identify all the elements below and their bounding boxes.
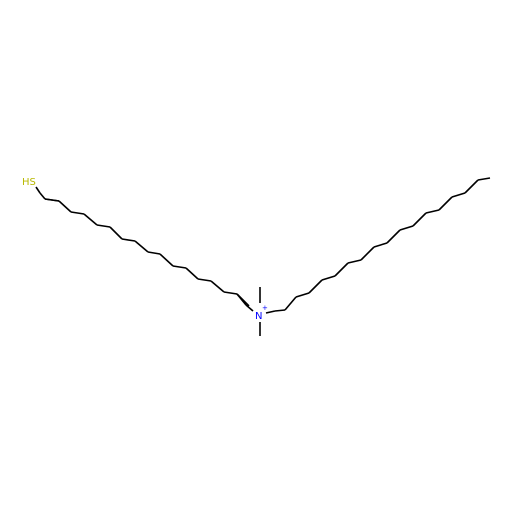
nitrogen-bond-group: [236, 287, 286, 336]
thiol-label: HS: [22, 177, 36, 188]
chain-bond: [96, 224, 111, 228]
chain-bond: [210, 280, 225, 293]
chain-bond: [121, 238, 136, 242]
chain-bond: [70, 211, 85, 215]
chain-bond: [83, 213, 98, 226]
chain-bond: [58, 200, 72, 213]
chain-bond: [308, 279, 323, 294]
chain-bond: [147, 251, 161, 255]
chain-bond: [360, 246, 375, 261]
chain-bond: [321, 275, 336, 281]
bond-group: [44, 177, 491, 311]
chain-bond: [295, 292, 310, 298]
chain-bond: [334, 262, 349, 277]
s-c-bond: [44, 198, 60, 202]
chain-bond: [477, 177, 491, 181]
chain-bond: [185, 267, 199, 280]
chain-bond: [451, 192, 466, 198]
c-n-bond: [236, 293, 247, 306]
chain-bond: [412, 212, 427, 227]
chain-bond: [347, 259, 362, 264]
chain-bond: [373, 242, 388, 248]
chain-bond: [172, 265, 187, 269]
c-n-bond: [245, 304, 254, 312]
chain-bond: [284, 296, 297, 311]
chain-bond: [134, 240, 149, 253]
chain-bond: [159, 253, 174, 267]
chain-bond: [464, 179, 479, 194]
chain-bond: [438, 196, 453, 211]
nitrogen-label: N: [255, 311, 262, 322]
chain-bond: [386, 229, 401, 244]
chain-bond: [425, 209, 440, 214]
s-c-bond: [39, 192, 46, 200]
nitrogen-charge: +: [262, 304, 268, 312]
chain-bond: [109, 226, 123, 240]
thiol-bond-group: [35, 186, 60, 202]
chain-bond: [399, 225, 414, 231]
chain-bond: [223, 291, 238, 295]
chain-bond: [197, 278, 212, 282]
n-c-bond: [274, 309, 286, 312]
s-c-bond: [35, 186, 41, 194]
n-c-bond: [265, 310, 276, 314]
